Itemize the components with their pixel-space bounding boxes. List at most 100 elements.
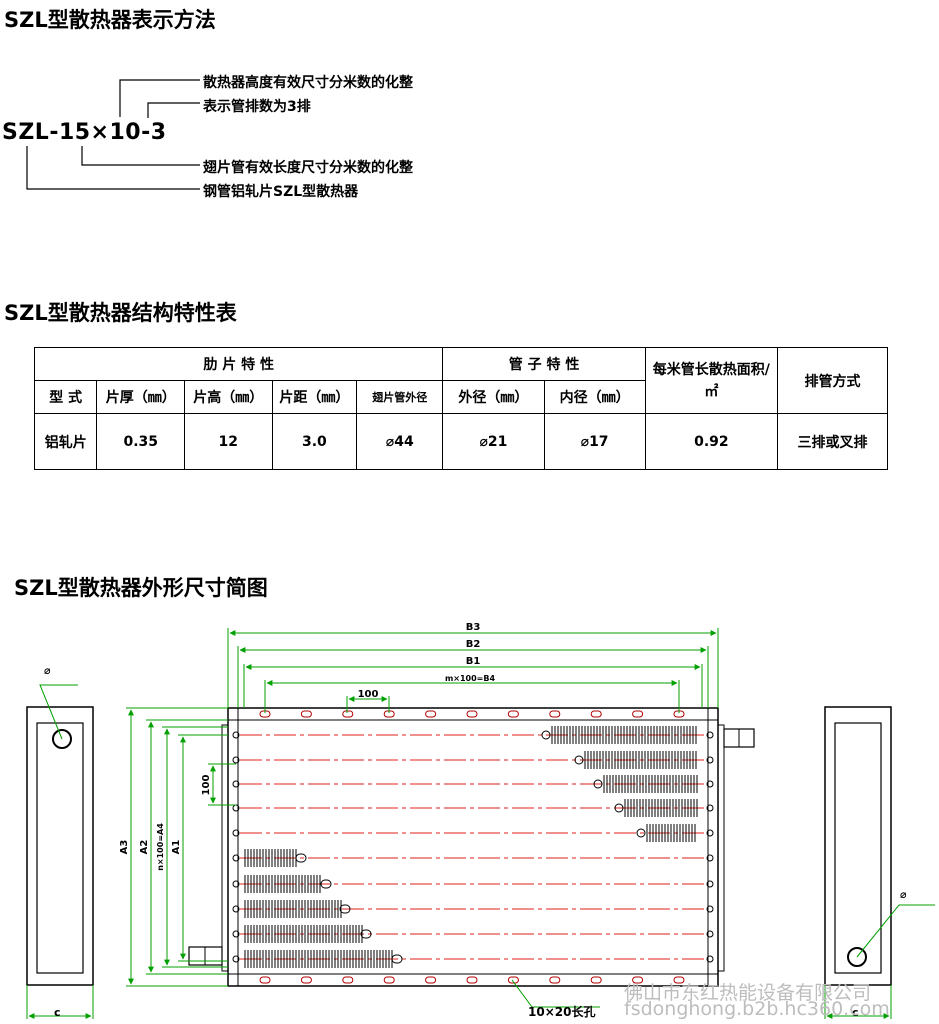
dim-pitch-h: 100: [358, 689, 379, 700]
note-type: 钢管铝轧片SZL型散热器: [203, 184, 359, 200]
section3-title: SZL型散热器外形尺寸简图: [14, 576, 268, 600]
slot-hole: [383, 976, 395, 984]
fin-tube-right: [574, 751, 697, 769]
subheader-id: 内径（㎜）: [543, 380, 646, 414]
fin-tube-right: [636, 824, 696, 842]
section2-title: SZL型散热器结构特性表: [4, 301, 237, 325]
side-hole: [232, 829, 240, 837]
horizontal-dimensions: [227, 628, 719, 713]
front-view: [188, 707, 755, 987]
side-hole: [706, 829, 714, 837]
dim-n: n×100=A4: [156, 823, 165, 871]
slot-hole: [590, 976, 602, 984]
dim-b2: B2: [466, 639, 481, 650]
code-leaders: [26, 79, 200, 190]
side-hole: [706, 905, 714, 913]
cell-type: 铝轧片: [33, 413, 98, 470]
note-rows: 表示管排数为3排: [203, 99, 311, 115]
side-hole: [232, 780, 240, 788]
dim-a1: A1: [171, 840, 182, 855]
cell-fin-od: ⌀44: [356, 413, 444, 470]
slot-hole: [425, 976, 437, 984]
slot-hole: [300, 976, 312, 984]
slot-hole: [673, 976, 685, 984]
outlet-pipe-icon: [847, 947, 867, 967]
slot-hole: [466, 710, 478, 718]
side-hole: [232, 854, 240, 862]
slot-hole: [590, 710, 602, 718]
side-hole: [232, 731, 240, 739]
dim-a3: A3: [119, 840, 130, 855]
dim-a2: A2: [139, 840, 150, 855]
subheader-thickness: 片厚（㎜）: [96, 380, 185, 414]
note-height: 散热器高度有效尺寸分米数的化整: [203, 75, 413, 91]
side-hole: [706, 854, 714, 862]
slot-hole: [300, 710, 312, 718]
inlet-pipe-icon: [52, 729, 72, 749]
right-side-view: [824, 706, 935, 1019]
side-hole: [706, 880, 714, 888]
slot-hole: [632, 976, 644, 984]
side-hole: [706, 955, 714, 963]
fin-tube-left: [244, 925, 372, 943]
side-hole: [706, 930, 714, 938]
spec-table: 肋 片 特 性 管 子 特 性 每米管长散热面积/㎡ 排管方式 型 式 片厚（㎜…: [33, 347, 888, 470]
slot-hole: [632, 710, 644, 718]
finned-tubes: [244, 726, 698, 968]
watermark-company: 佛山市东红热能设备有限公司: [624, 982, 872, 1004]
c-label-left: c: [54, 1006, 61, 1019]
side-hole: [232, 955, 240, 963]
fin-tube-left: [244, 875, 332, 893]
side-hole: [706, 804, 714, 812]
side-hole: [232, 756, 240, 764]
slot-note: 10×20长孔: [528, 1004, 595, 1019]
fin-tube-left: [244, 950, 403, 968]
dim-b1: B1: [466, 656, 481, 667]
cell-arrangement: 三排或叉排: [777, 413, 888, 470]
cell-id: ⌀17: [543, 413, 646, 470]
fin-tube-right: [614, 799, 698, 817]
watermark-url: fsdonghong.b2b.hc360.com: [624, 998, 890, 1020]
cell-height: 12: [184, 413, 273, 470]
slot-hole: [342, 710, 354, 718]
subheader-fin-od: 翅片管外径: [356, 380, 444, 414]
slot-hole: [425, 710, 437, 718]
left-side-view: [26, 684, 94, 1019]
slot-leader: [511, 979, 600, 1008]
dim-m: m×100=B4: [445, 674, 496, 683]
dim-pitch-v: 100: [201, 775, 212, 796]
c-label-right: c: [852, 1006, 859, 1019]
model-code: SZL-15×10-3: [2, 120, 167, 145]
tube-rows: [232, 731, 714, 963]
fin-tube-right: [593, 775, 698, 793]
fin-tube-left: [244, 900, 351, 918]
vertical-dimensions: [126, 707, 236, 987]
side-hole: [232, 905, 240, 913]
side-hole: [706, 756, 714, 764]
side-hole: [232, 880, 240, 888]
slot-hole: [466, 976, 478, 984]
subheader-type: 型 式: [33, 380, 98, 414]
section1-title: SZL型散热器表示方法: [4, 8, 216, 32]
slot-hole: [549, 710, 561, 718]
header-arrangement: 排管方式: [777, 347, 888, 414]
side-hole: [706, 780, 714, 788]
slot-hole: [507, 976, 519, 984]
fin-tube-left: [244, 849, 307, 867]
header-area: 每米管长散热面积/㎡: [644, 347, 779, 414]
slot-hole: [549, 976, 561, 984]
slot-hole: [507, 710, 519, 718]
mounting-holes: [259, 710, 685, 984]
cell-thickness: 0.35: [96, 413, 185, 470]
dia-label-right: ⌀: [900, 888, 907, 901]
cell-od: ⌀21: [442, 413, 545, 470]
note-length: 翅片管有效长度尺寸分米数的化整: [203, 160, 413, 176]
dim-b3: B3: [466, 622, 481, 633]
side-hole: [232, 930, 240, 938]
slot-hole: [342, 976, 354, 984]
slot-hole: [259, 976, 271, 984]
subheader-height: 片高（㎜）: [184, 380, 273, 414]
cell-area: 0.92: [644, 413, 779, 470]
cell-pitch: 3.0: [271, 413, 358, 470]
